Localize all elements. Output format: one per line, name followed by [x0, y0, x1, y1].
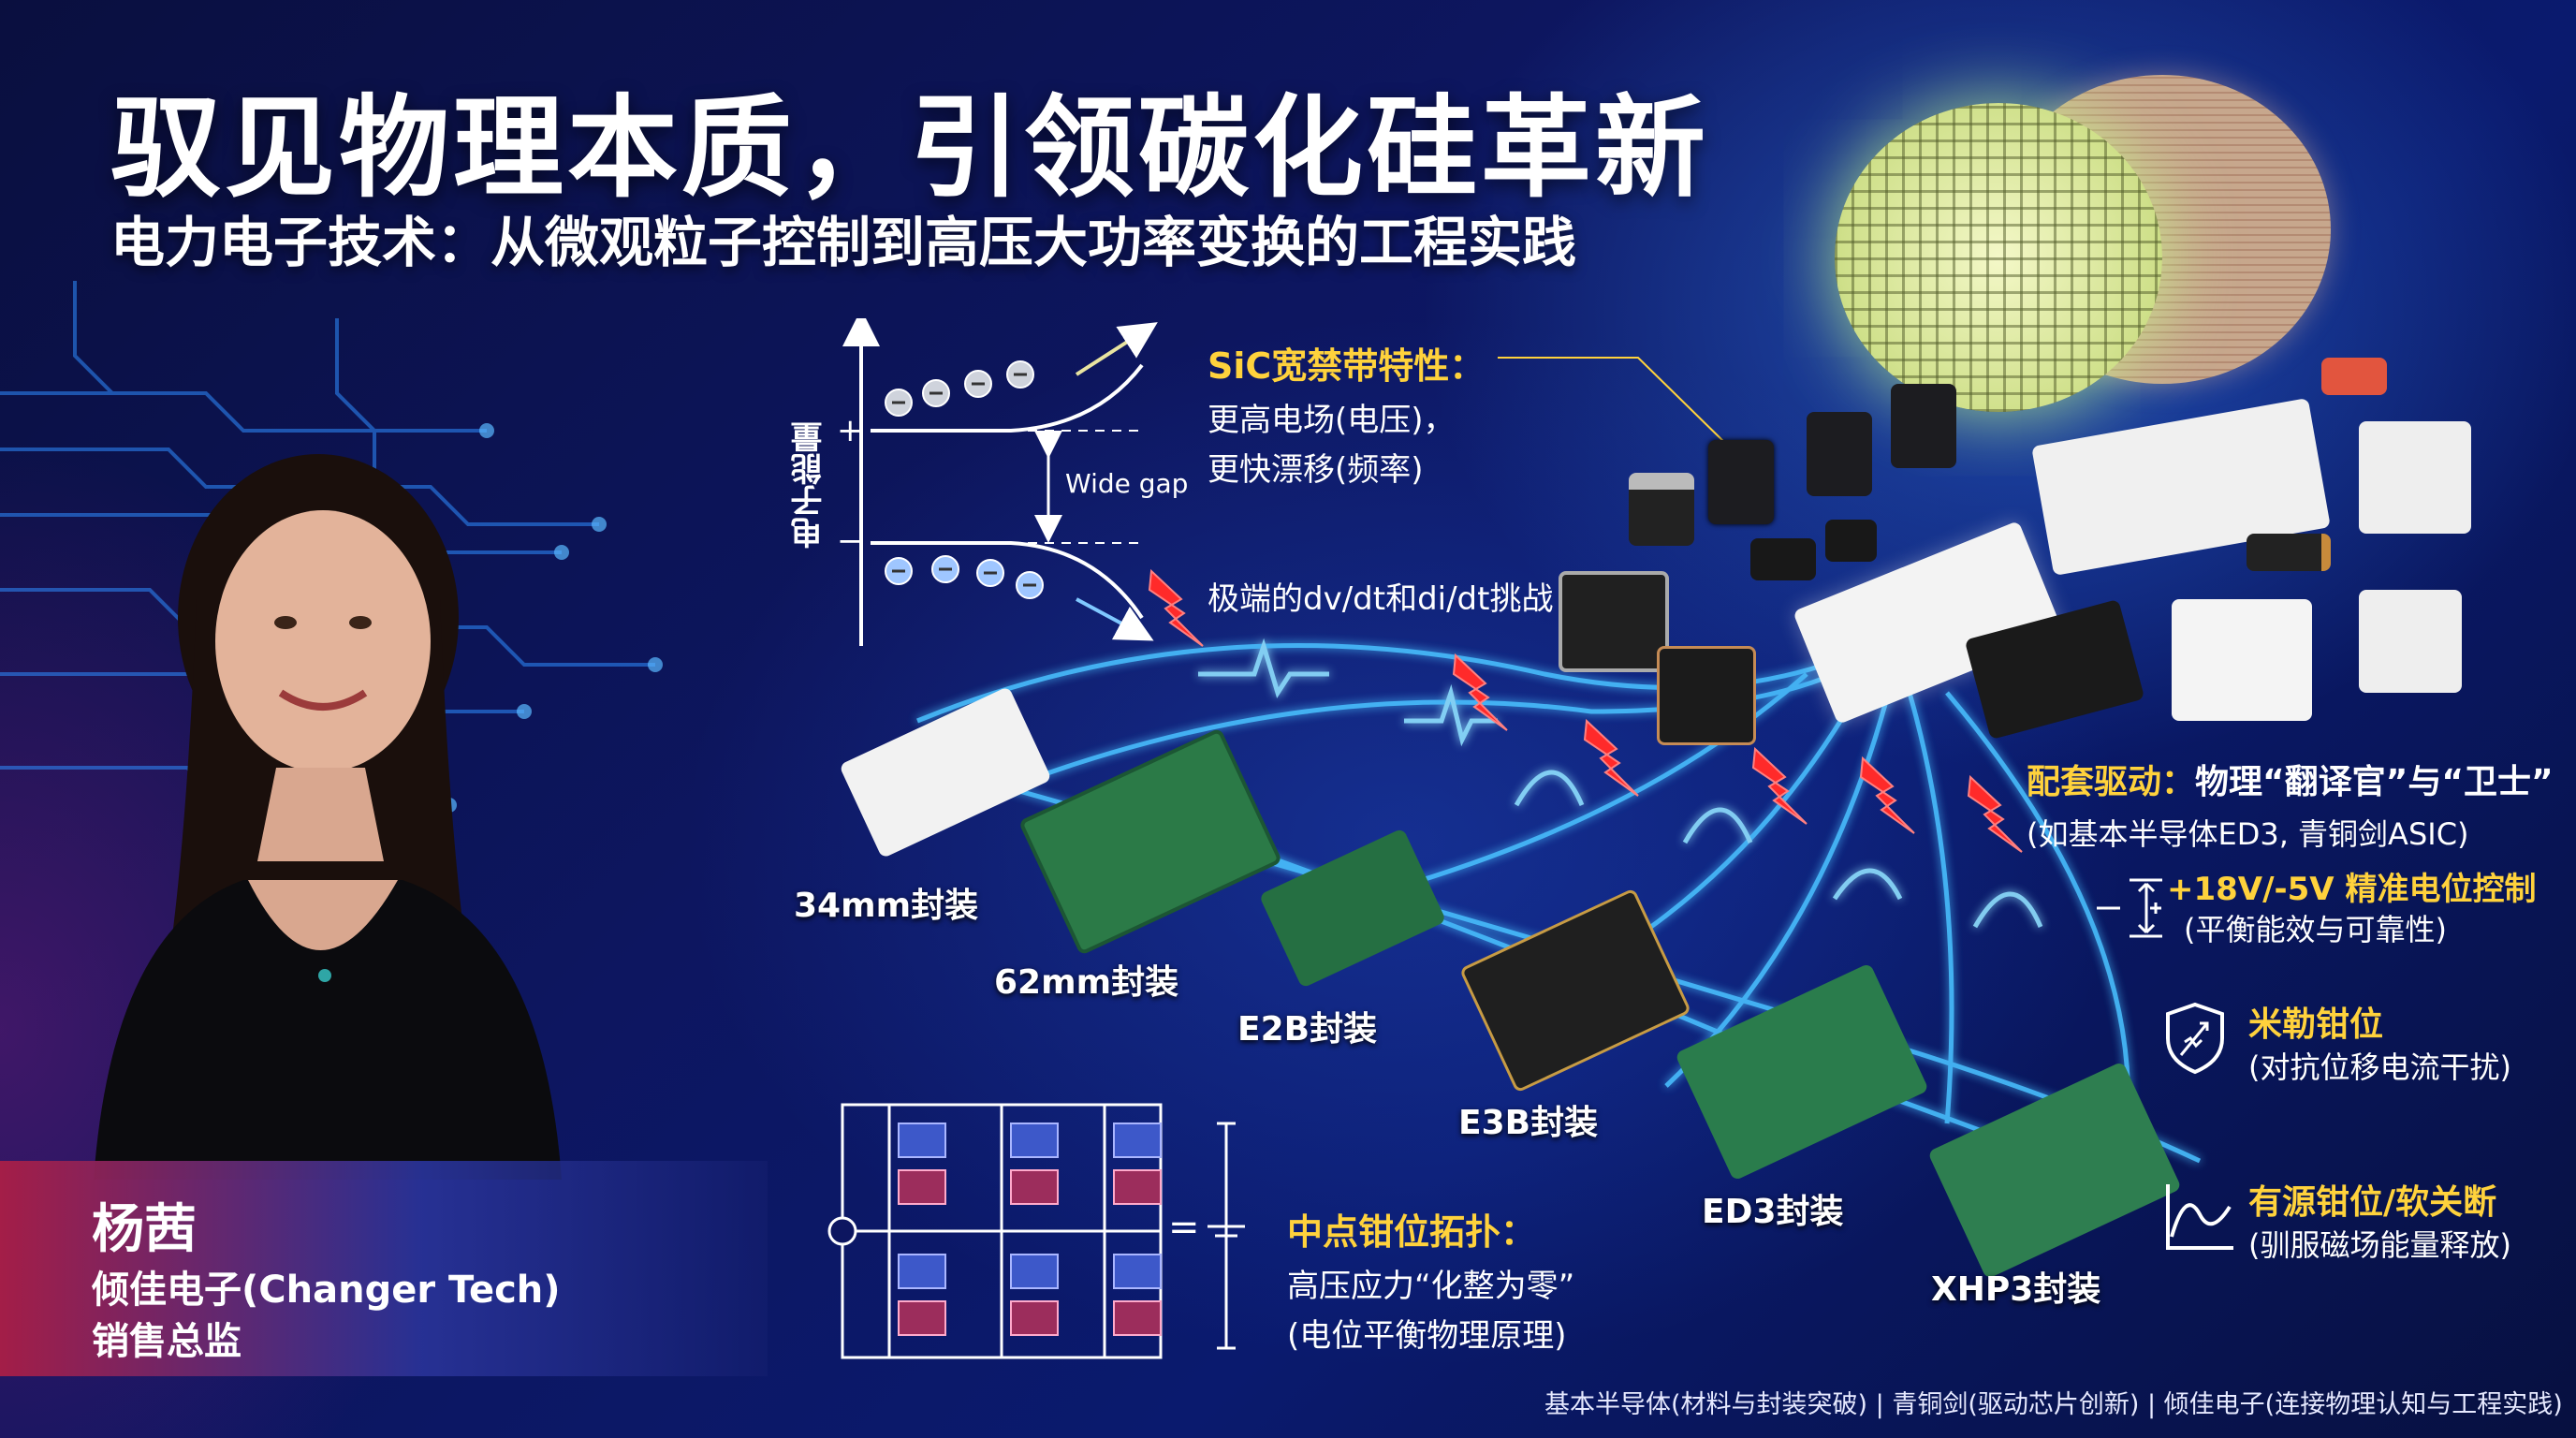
npc-line1: 高压应力“化整为零”: [1287, 1268, 1575, 1305]
red-chip: [2321, 358, 2387, 395]
ribbon-connector: [2247, 534, 2331, 571]
bolt-icon-6: [1967, 774, 2023, 853]
power-module-white: [2359, 590, 2462, 693]
bolt-icon-1: [1148, 568, 1204, 647]
presenter-company: 倾佳电子(Changer Tech): [92, 1269, 561, 1312]
to247-device: [1891, 384, 1956, 468]
feature-active-clamp-title: 有源钳位/软关断: [2248, 1183, 2497, 1222]
wafer-image-front: [1835, 103, 2162, 412]
driver-title-rest: 物理“翻译官”与“卫士”: [2195, 763, 2554, 801]
sic-callout-line: [1498, 357, 1733, 450]
presenter-name: 杨茜: [92, 1199, 197, 1260]
presenter-banner: [0, 1161, 768, 1376]
package-label-xhp3: XHP3封装: [1931, 1270, 2101, 1309]
page-title: 驭见物理本质，引领碳化硅革新: [110, 83, 1710, 213]
presenter-role: 销售总监: [92, 1320, 242, 1363]
bolt-icon-2: [1452, 653, 1508, 731]
band-minus: −: [837, 522, 864, 560]
smd-device: [1750, 538, 1816, 580]
bolt-icon-4: [1751, 746, 1808, 825]
power-module-white: [2359, 421, 2471, 534]
feature-active-clamp: 有源钳位/软关断 (驯服磁场能量释放): [2162, 1175, 2565, 1269]
feature-miller-clamp: 米勒钳位 (对抗位移电流干扰): [2162, 997, 2565, 1091]
driver-annotation: 配套驱动：物理“翻译官”与“卫士” (如基本半导体ED3, 青铜剑ASIC): [2027, 755, 2554, 854]
npc-topology-diagram: =: [824, 1095, 1264, 1367]
sic-properties-line1: 更高电场(电压)，: [1208, 402, 1456, 439]
footer-credits: 基本半导体(材料与封装突破) | 青铜剑(驱动芯片创新) | 倾佳电子(连接物理…: [1544, 1390, 2563, 1419]
power-module: [1657, 646, 1756, 745]
driver-title: 配套驱动：: [2027, 763, 2196, 801]
feature-active-clamp-sub: (驯服磁场能量释放): [2248, 1227, 2511, 1263]
npc-equals: =: [1168, 1206, 1200, 1249]
npc-annotation: 中点钳位拓扑： 高压应力“化整为零” (电位平衡物理原理): [1287, 1203, 1574, 1356]
voltage-level-icon: [2097, 878, 2162, 938]
shield-icon: [2166, 1002, 2224, 1075]
package-label-e3b: E3B封装: [1458, 1104, 1599, 1142]
feature-miller-sub: (对抗位移电流干扰): [2248, 1049, 2511, 1085]
band-gap-label: Wide gap: [1065, 468, 1189, 499]
presenter-photo: [56, 440, 580, 1180]
smd-device: [1825, 520, 1877, 562]
power-module-white: [2172, 599, 2312, 721]
sic-properties-line2: 更快漂移(频率): [1208, 451, 1424, 489]
page-subtitle: 电力电子技术：从微观粒子控制到高压大功率变换的工程实践: [110, 211, 1577, 274]
bolt-icon-3: [1583, 718, 1639, 797]
feature-voltage: +18V/-5V 精准电位控制 (平衡能效与可靠性): [2092, 863, 2560, 947]
package-label-e2b: E2B封装: [1237, 1010, 1378, 1049]
package-label-ed3: ED3封装: [1702, 1193, 1844, 1231]
to220-device: [1629, 473, 1694, 546]
feature-voltage-sub: (平衡能效与可靠性): [2184, 912, 2447, 947]
bolt-icon-5: [1859, 756, 1915, 834]
sot227-module: [1559, 571, 1669, 672]
to247-device: [1708, 440, 1774, 524]
npc-line2: (电位平衡物理原理): [1287, 1317, 1567, 1355]
feature-voltage-title: +18V/-5V 精准电位控制: [2167, 871, 2537, 908]
package-label-62mm: 62mm封装: [994, 963, 1179, 1002]
band-plus: +: [837, 412, 864, 449]
package-label-34mm: 34mm封装: [794, 887, 979, 925]
sic-properties: SiC宽禁带特性： 更高电场(电压)， 更快漂移(频率): [1208, 337, 1485, 490]
band-diagram: 电子能量 + − Wide gap: [768, 318, 1208, 655]
npc-title: 中点钳位拓扑：: [1287, 1211, 1537, 1253]
to247-device: [1807, 412, 1872, 496]
dvdt-label: 极端的dv/dt和di/dt挑战: [1208, 580, 1554, 618]
sic-properties-title: SiC宽禁带特性：: [1208, 345, 1486, 387]
feature-miller-title: 米勒钳位: [2248, 1005, 2384, 1044]
soft-turnoff-curve-icon: [2166, 1184, 2233, 1250]
driver-sub: (如基本半导体ED3, 青铜剑ASIC): [2027, 816, 2469, 852]
